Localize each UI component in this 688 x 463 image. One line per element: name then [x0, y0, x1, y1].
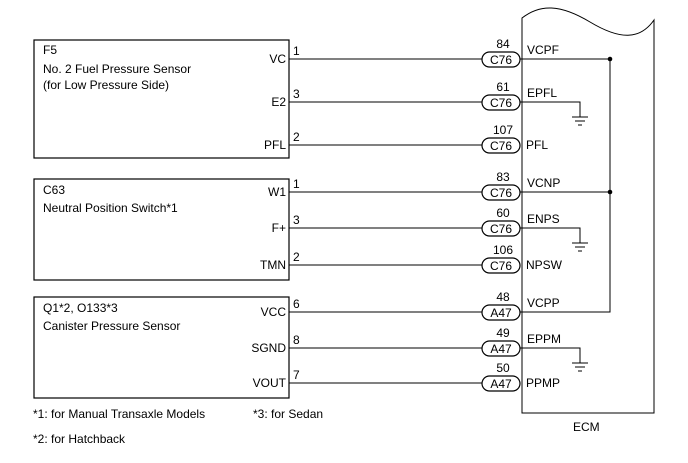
svg-text:C76: C76	[490, 53, 512, 67]
pin-number: 3	[293, 213, 300, 227]
ecm-pin-number: 83	[496, 170, 510, 184]
pin-label: VCC	[261, 305, 287, 319]
pin-label: PFL	[264, 138, 286, 152]
connector: C76	[481, 94, 521, 111]
ecm-signal-label: PFL	[526, 138, 548, 152]
ecm-pin-number: 49	[496, 326, 510, 340]
ecm-box	[521, 7, 655, 414]
svg-text:C76: C76	[490, 139, 512, 153]
component-name: Neutral Position Switch*1	[43, 201, 178, 215]
pin-number: 2	[293, 130, 300, 144]
ecm-pin-number: 84	[496, 37, 510, 51]
ground-icon	[520, 227, 588, 252]
pin-label: W1	[268, 185, 286, 199]
ecm-pin-number: 106	[493, 243, 513, 257]
pin-number: 1	[293, 44, 300, 58]
ecm-pin-number: 48	[496, 290, 510, 304]
connector: C76	[481, 137, 521, 154]
pin-number: 1	[293, 177, 300, 191]
pin-label: SGND	[251, 341, 286, 355]
component-name: (for Low Pressure Side)	[43, 78, 169, 92]
pin-number: 2	[293, 250, 300, 264]
ecm-signal-label: EPPM	[527, 332, 561, 346]
component-box-neutral-position-switch	[33, 178, 290, 281]
ground-icon	[520, 347, 588, 372]
pin-number: 3	[293, 87, 300, 101]
ecm-label: ECM	[573, 420, 600, 434]
svg-text:A47: A47	[490, 342, 512, 356]
ecm-pin-number: 50	[496, 361, 510, 375]
ecm-pin-number: 61	[496, 80, 510, 94]
svg-text:C76: C76	[490, 96, 512, 110]
ecm-signal-label: ENPS	[527, 212, 560, 226]
component-box-canister-pressure-sensor	[33, 296, 290, 399]
pin-label: TMN	[260, 258, 286, 272]
connector: A47	[481, 340, 521, 357]
ecm-signal-label: VCNP	[527, 176, 560, 190]
ecm-pin-number: 60	[496, 206, 510, 220]
pin-label: VC	[269, 52, 286, 66]
connector: C76	[481, 220, 521, 237]
component-name: No. 2 Fuel Pressure Sensor	[43, 62, 191, 76]
ecm-pin-number: 107	[493, 123, 513, 137]
connector: C76	[481, 184, 521, 201]
connector: A47	[481, 375, 521, 392]
ground-icon	[520, 101, 588, 126]
svg-text:A47: A47	[490, 306, 512, 320]
svg-text:C76: C76	[490, 259, 512, 273]
connector: A47	[481, 304, 521, 321]
pin-label: VOUT	[253, 376, 287, 390]
junction-dot	[607, 189, 613, 195]
ecm-signal-label: VCPF	[527, 43, 559, 57]
connector: C76	[481, 51, 521, 68]
pin-label: E2	[271, 95, 286, 109]
footnote: *2: for Hatchback	[33, 432, 126, 446]
pin-number: 6	[293, 297, 300, 311]
footnote: *3: for Sedan	[253, 407, 323, 421]
component-name: Canister Pressure Sensor	[43, 319, 180, 333]
svg-text:C76: C76	[490, 186, 512, 200]
footnote: *1: for Manual Transaxle Models	[33, 407, 205, 421]
pin-label: F+	[272, 221, 286, 235]
connector: C76	[481, 257, 521, 274]
ecm-signal-label: VCPP	[527, 296, 560, 310]
ecm-signal-label: PPMP	[526, 376, 560, 390]
component-box-fuel-pressure-sensor	[33, 39, 290, 159]
pin-number: 7	[293, 368, 300, 382]
ecm-signal-label: NPSW	[526, 258, 563, 272]
component-ref: F5	[43, 43, 57, 57]
pin-number: 8	[293, 333, 300, 347]
svg-text:A47: A47	[490, 377, 512, 391]
component-ref: Q1*2, O133*3	[43, 301, 118, 315]
component-ref: C63	[43, 183, 65, 197]
junction-dot	[607, 56, 613, 62]
svg-text:C76: C76	[490, 222, 512, 236]
ecm-signal-label: EPFL	[527, 86, 557, 100]
ecm-internal-line	[520, 58, 611, 313]
